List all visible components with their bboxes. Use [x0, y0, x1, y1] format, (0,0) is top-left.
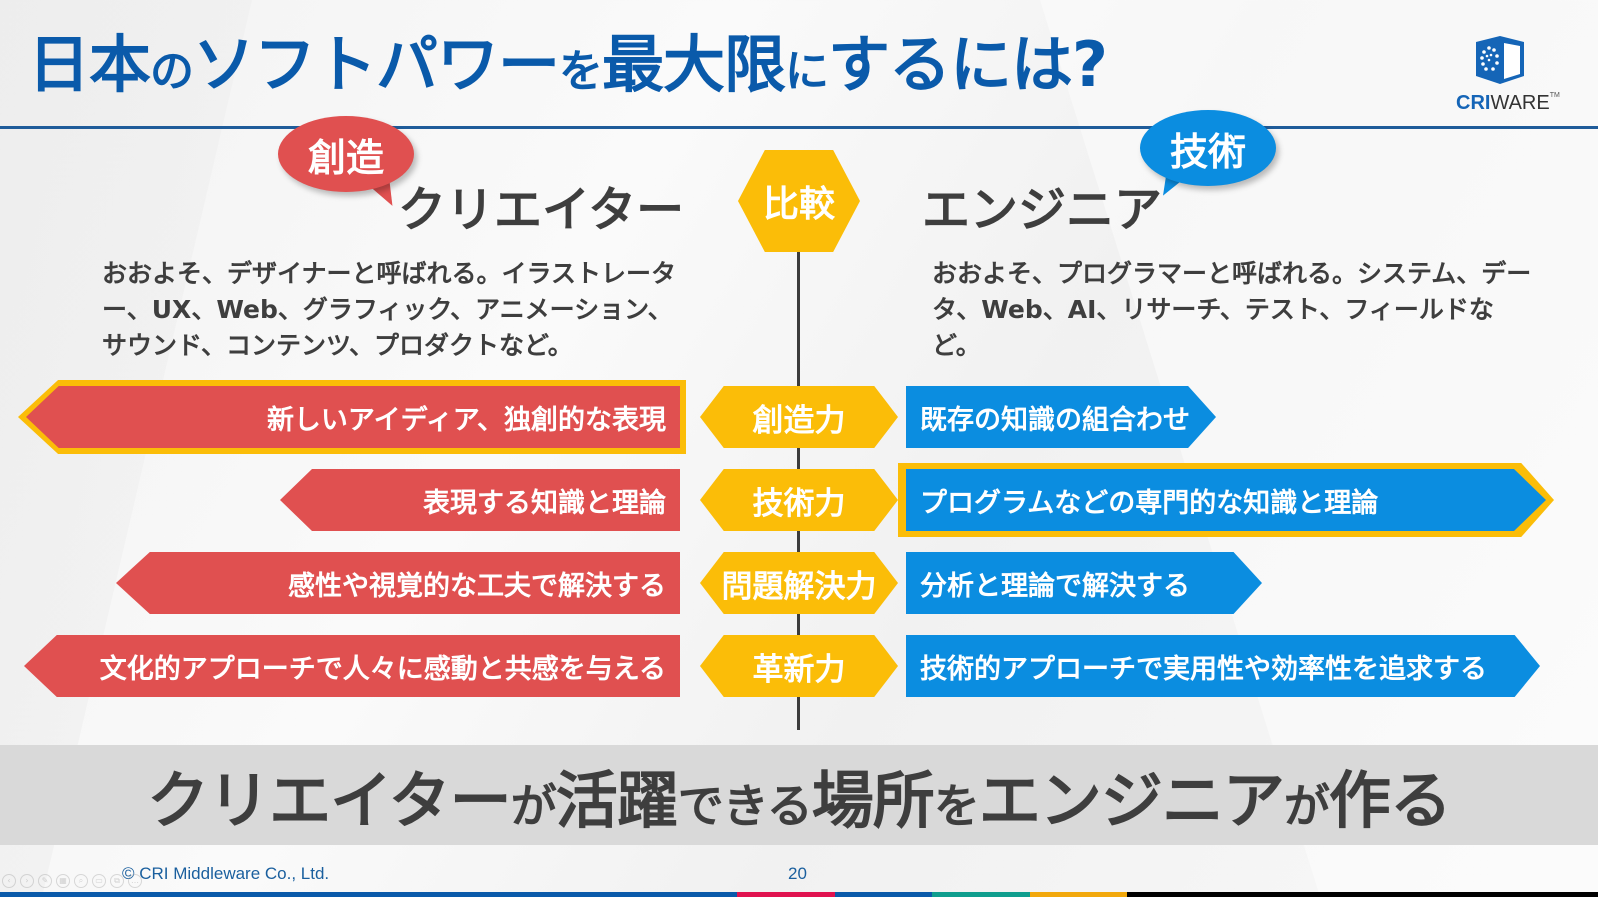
- engineer-title: エンジニア: [922, 182, 1163, 238]
- presenter-toolbar: ‹ › ✎ ▦ ⌕ ▭ ⧉ …: [2, 874, 142, 888]
- next-slide-icon[interactable]: ›: [20, 874, 34, 888]
- engineer-row-creativity: 既存の知識の組合わせ: [906, 386, 1216, 448]
- criware-logo: CRIWARETM: [1448, 34, 1568, 116]
- creator-description: おおよそ、デザイナーと呼ばれる。イラストレーター、UX、Web、グラフィック、ア…: [102, 259, 677, 360]
- colorbar-segment: [932, 892, 1030, 897]
- pen-icon[interactable]: ✎: [38, 874, 52, 888]
- title-part: に: [785, 46, 829, 97]
- engineer-description: おおよそ、プログラマーと呼ばれる。システム、データ、Web、AI、リサーチ、テス…: [932, 259, 1532, 360]
- previous-slide-icon[interactable]: ‹: [2, 874, 16, 888]
- colorbar-segment: [835, 892, 932, 897]
- banner-part: エンジニア: [978, 764, 1285, 837]
- brand-ware: WARE: [1490, 92, 1550, 114]
- banner-part: 活躍: [555, 764, 679, 837]
- brand-cri: CRI: [1456, 92, 1491, 114]
- category-innovation: 革新力: [700, 635, 898, 697]
- creator-speech-bubble: 創造: [278, 116, 414, 213]
- trademark: TM: [1549, 92, 1560, 99]
- title-part: を: [559, 46, 603, 97]
- category-creativity: 創造力: [700, 386, 898, 448]
- all-slides-icon[interactable]: ▦: [56, 874, 70, 888]
- more-options-icon[interactable]: …: [128, 874, 142, 888]
- camera-icon[interactable]: ⧉: [110, 874, 124, 888]
- colorbar-segment: [0, 892, 737, 897]
- compare-hexagon: 比較: [738, 150, 860, 252]
- banner-part: 場所: [811, 764, 935, 837]
- engineer-row-problem-solving: 分析と理論で解決する: [906, 552, 1262, 614]
- colorbar-segment: [737, 892, 835, 897]
- brand-wordmark: CRIWARETM: [1456, 92, 1560, 115]
- category-technical: 技術力: [700, 469, 898, 531]
- engineer-speech-bubble: 技術: [1140, 110, 1276, 203]
- subtitles-icon[interactable]: ▭: [92, 874, 106, 888]
- creator-row-technical: 表現する知識と理論: [280, 469, 680, 531]
- title-part: 最大限: [602, 28, 786, 101]
- title-part: の: [150, 46, 194, 97]
- page-title: 日本のソフトパワーを最大限にするには?: [28, 22, 1108, 115]
- category-problem-solving: 問題解決力: [700, 552, 898, 614]
- footer-colorbar: [0, 892, 1598, 897]
- engineer-row-innovation: 技術的アプローチで実用性や効率性を追求する: [906, 635, 1540, 697]
- conclusion-banner: クリエイターが活躍できる場所をエンジニアが作る: [0, 745, 1598, 845]
- header-divider: [0, 126, 1598, 129]
- colorbar-segment: [1127, 892, 1598, 897]
- cri-cube-icon: [1476, 36, 1524, 84]
- banner-part: 作る: [1328, 764, 1452, 837]
- conclusion-text: クリエイターが活躍できる場所をエンジニアが作る: [147, 750, 1452, 840]
- banner-part: が: [1283, 779, 1330, 833]
- banner-part: を: [933, 779, 980, 833]
- title-part: するには?: [828, 28, 1108, 101]
- engineer-bubble-label: 技術: [1169, 129, 1246, 174]
- creator-bubble-label: 創造: [307, 135, 384, 180]
- zoom-icon[interactable]: ⌕: [74, 874, 88, 888]
- creator-row-innovation: 文化的アプローチで人々に感動と共感を与える: [24, 635, 680, 697]
- copyright: © CRI Middleware Co., Ltd.: [122, 864, 330, 883]
- banner-part: クリエイター: [147, 764, 512, 837]
- title-part: ソフトパワー: [193, 28, 560, 101]
- page-number: 20: [788, 864, 807, 883]
- banner-part: できる: [677, 779, 813, 833]
- creator-title: クリエイター: [398, 182, 685, 238]
- creator-row-creativity: 新しいアイディア、独創的な表現: [26, 386, 680, 448]
- title-part: 日本: [28, 28, 151, 101]
- creator-row-problem-solving: 感性や視覚的な工夫で解決する: [116, 552, 680, 614]
- engineer-row-technical: プログラムなどの専門的な知識と理論: [906, 469, 1546, 531]
- banner-part: が: [510, 779, 557, 833]
- colorbar-segment: [1030, 892, 1127, 897]
